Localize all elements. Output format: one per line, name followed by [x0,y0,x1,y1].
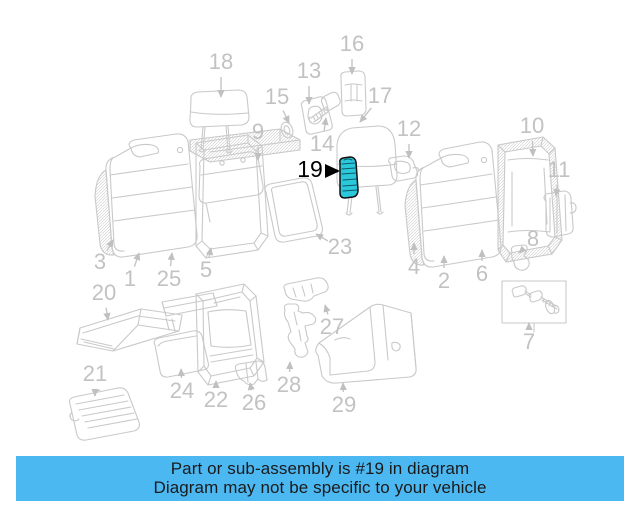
callout-label-10: 10 [520,113,544,138]
callout-label-9: 9 [252,119,264,144]
callout-label-20: 20 [92,280,116,305]
callout-label-12: 12 [397,116,421,141]
callout-label-25: 25 [157,266,181,291]
callout-label-1: 1 [124,266,136,291]
callout-label-29: 29 [332,392,356,417]
part-cushion-20 [76,308,183,352]
callout-arrow-23 [315,233,329,242]
part-seatback-center-frame [195,134,269,259]
callout-label-19: 19 [297,156,323,182]
callout-label-3: 3 [94,249,106,274]
callout-arrow-14 [321,117,329,132]
callout-arrow-11 [553,184,561,197]
notice-banner: Part or sub-assembly is #19 in diagram D… [16,456,624,501]
callout-arrow-20 [103,307,111,321]
part-latch-cover [340,70,367,117]
callout-label-26: 26 [242,390,266,415]
callout-label-17: 17 [368,83,392,108]
callout-label-5: 5 [200,257,212,282]
part-trim-25 [161,292,218,317]
callout-label-6: 6 [476,261,488,286]
part-hinge-11 [543,190,577,238]
callout-arrow-8 [518,245,527,254]
notice-line-1: Part or sub-assembly is #19 in diagram [170,459,470,479]
callout-arrows [91,59,561,397]
callout-arrow-26 [247,382,255,391]
callout-label-11: 11 [548,157,571,182]
callout-label-24: 24 [170,378,194,403]
part-19-highlighted [339,156,359,199]
part-frame-22 [195,283,265,386]
callout-label-16: 16 [340,31,364,56]
part-outlines [68,70,577,441]
part-frame-rail-9 [189,128,301,163]
part-cap-27 [283,277,329,302]
callout-arrow-15 [282,110,290,124]
callout-label-21: 21 [83,361,107,386]
callout-label-22: 22 [204,387,228,412]
callout-arrow-17 [359,107,372,123]
part-seatback-right [404,141,502,268]
callout-label-8: 8 [527,226,539,251]
callout-label-28: 28 [277,372,301,397]
callout-label-23: 23 [328,234,352,259]
callout-label-15: 15 [265,84,289,109]
callout-arrow-25 [167,252,175,267]
callout-arrow-5 [205,247,214,258]
callout-label-4: 4 [408,254,420,279]
callout-label-7: 7 [523,329,535,354]
part-seatback-left [94,133,198,258]
part-bolt [308,91,341,124]
callout-label-27: 27 [320,314,344,339]
part-bracket-26 [234,360,268,386]
part-panel-23 [264,177,323,243]
part-trim-24 [153,330,209,378]
callout-label-2: 2 [438,268,450,293]
callout-arrow-27 [323,304,331,315]
notice-line-2: Diagram may not be specific to your vehi… [153,477,487,497]
callout-arrow-3 [106,239,114,252]
part-armrest-29 [315,303,417,384]
part-detail-box-7 [501,280,567,333]
part-bracket-12 [387,155,420,182]
callout-arrow-1 [133,252,141,267]
part-retainer-28 [283,303,317,358]
callout-label-13: 13 [297,58,321,83]
callout-label-14: 14 [310,131,334,156]
part-tray-21 [68,387,140,441]
callout-label-18: 18 [209,49,233,74]
part-clip-8 [510,244,530,271]
callout-arrow-10 [529,140,537,157]
